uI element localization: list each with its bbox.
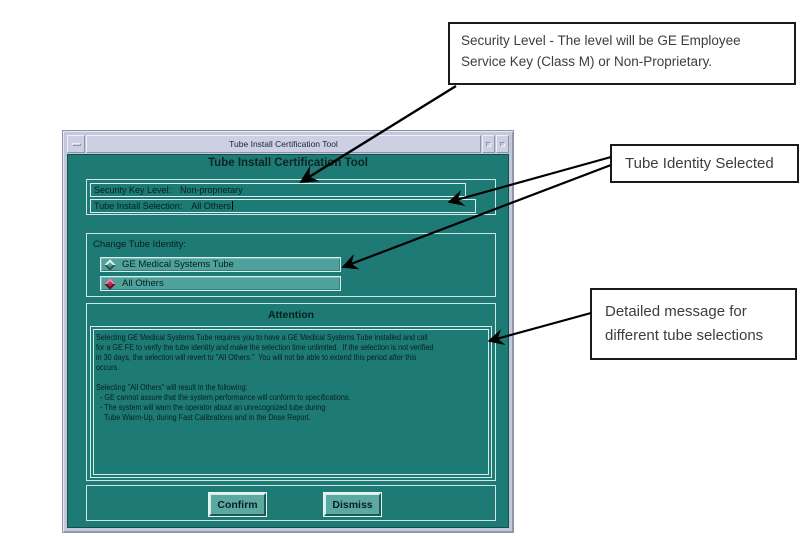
- maximize-icon: [500, 141, 505, 147]
- attention-paragraph-2: Selecting "All Others" will result in th…: [96, 383, 351, 422]
- attention-paragraph-1: Selecting GE Medical Systems Tube requir…: [96, 333, 434, 372]
- tube-install-selection-field[interactable]: Tube Install Selection: All Others: [90, 199, 476, 213]
- attention-title: Attention: [267, 309, 315, 321]
- minimize-icon: [486, 141, 491, 147]
- minimize-button[interactable]: [482, 135, 495, 153]
- tube-install-selection-value: All Others: [191, 201, 231, 211]
- security-key-level-field[interactable]: Security Key Level: Non-proprietary: [90, 183, 466, 197]
- window-menu-button[interactable]: [67, 135, 85, 153]
- status-section: Security Key Level: Non-proprietary Tube …: [86, 179, 496, 215]
- attention-message-box: Selecting GE Medical Systems Tube requir…: [90, 326, 492, 478]
- callout-detailed-message: Detailed message for different tube sele…: [590, 288, 797, 360]
- callout-tube-identity: Tube Identity Selected: [610, 144, 799, 183]
- radio-diamond-selected-icon: [104, 277, 116, 290]
- security-key-level-label: Security Key Level:: [94, 185, 172, 195]
- dialog-content: Tube Install Certification Tool Security…: [67, 154, 509, 528]
- callout-security-level: Security Level - The level will be GE Em…: [448, 22, 796, 85]
- tube-install-window: Tube Install Certification Tool Tube Ins…: [62, 130, 514, 533]
- radio-diamond-icon: [104, 258, 116, 271]
- window-menu-icon: [71, 142, 81, 146]
- maximize-button[interactable]: [496, 135, 509, 153]
- change-tube-identity-label: Change Tube Identity:: [93, 239, 186, 250]
- confirm-button[interactable]: Confirm: [209, 493, 266, 516]
- dialog-heading: Tube Install Certification Tool: [208, 157, 368, 169]
- option-ge-medical-systems-tube[interactable]: GE Medical Systems Tube: [100, 257, 341, 272]
- option-label: GE Medical Systems Tube: [122, 259, 234, 270]
- window-title: Tube Install Certification Tool: [86, 135, 481, 153]
- tube-install-selection-label: Tube Install Selection:: [94, 201, 183, 211]
- attention-section: Attention Selecting GE Medical Systems T…: [86, 303, 496, 481]
- tube-identity-section: Change Tube Identity: GE Medical Systems…: [86, 233, 496, 297]
- option-all-others[interactable]: All Others: [100, 276, 341, 291]
- text-cursor: [231, 201, 233, 210]
- security-key-level-value: Non-proprietary: [180, 185, 243, 195]
- option-label: All Others: [122, 278, 164, 289]
- window-titlebar[interactable]: Tube Install Certification Tool: [67, 135, 509, 153]
- button-bar: Confirm Dismiss: [86, 485, 496, 521]
- dismiss-button[interactable]: Dismiss: [324, 493, 381, 516]
